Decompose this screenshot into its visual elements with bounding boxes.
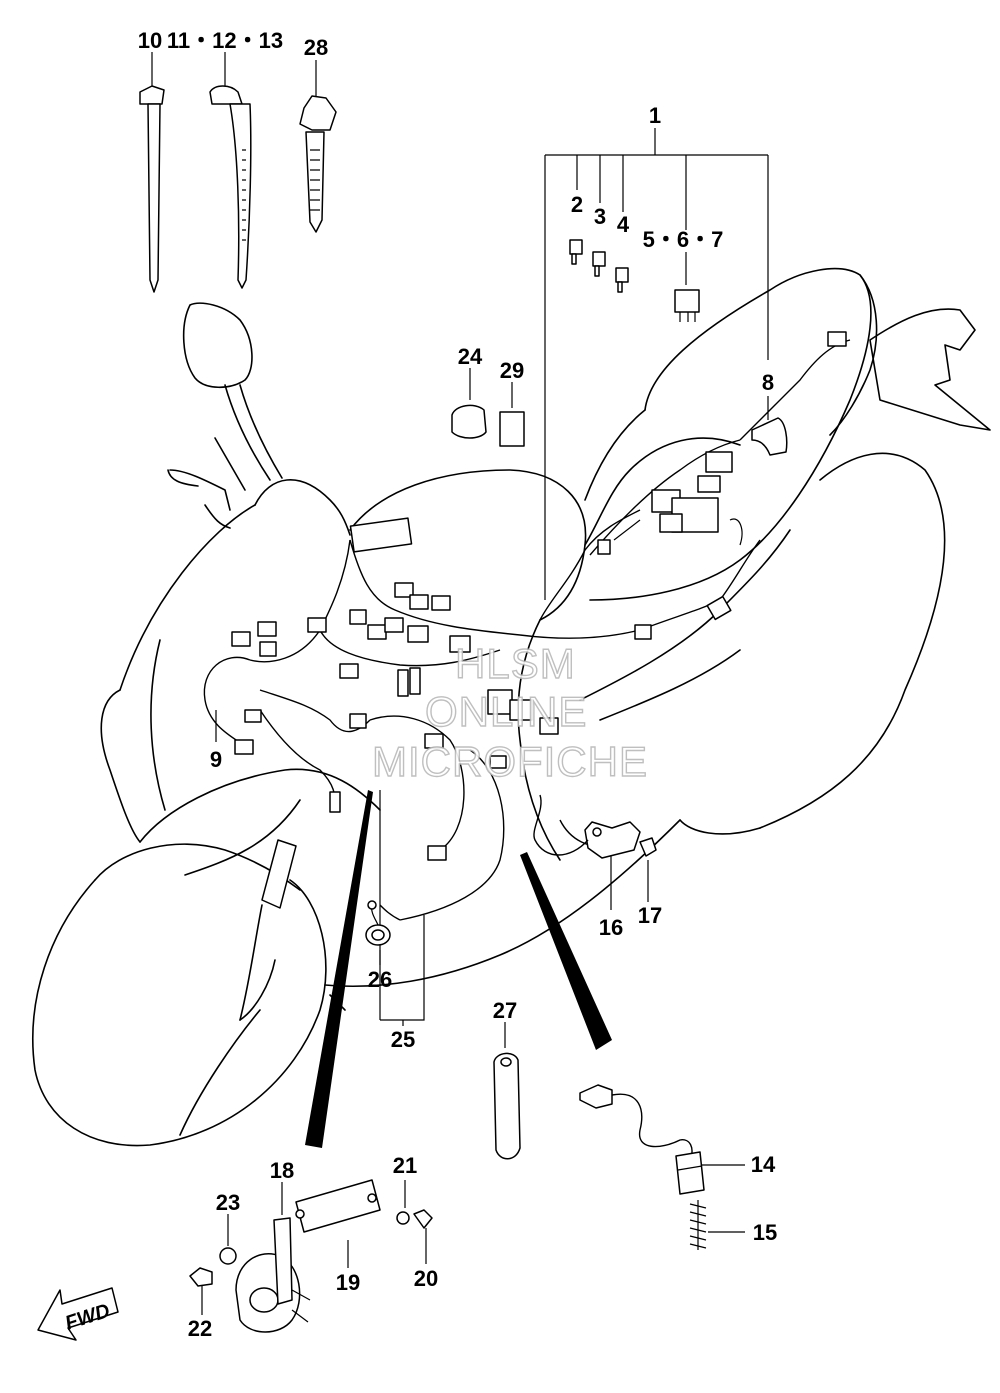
callout-17: 17 — [638, 903, 662, 928]
callout-23: 23 — [216, 1190, 240, 1215]
bolt-20 — [413, 1209, 433, 1229]
relay-5-7 — [674, 289, 700, 322]
harness-connectors — [231, 331, 847, 861]
callout-9: 9 — [210, 747, 222, 772]
watermark-line-3: MICROFICHE — [372, 738, 648, 785]
clamp-tie-11-13 — [209, 85, 252, 289]
leader-lines — [151, 52, 769, 1315]
callout-29: 29 — [500, 358, 524, 383]
callout-27: 27 — [493, 998, 517, 1023]
cable-tie-10 — [139, 85, 165, 293]
callout-11-12-13: 11・12・13 — [167, 28, 283, 53]
callout-24: 24 — [458, 344, 483, 369]
watermark-line-1: HLSM — [455, 640, 576, 687]
callout-5-6-7: 5・6・7 — [643, 227, 724, 252]
grommet-26 — [365, 900, 391, 946]
callout-10: 10 — [138, 28, 162, 53]
sensor-16 — [533, 794, 641, 859]
wire-harness — [203, 339, 851, 921]
callout-1: 1 — [649, 103, 661, 128]
callout-20: 20 — [414, 1266, 438, 1291]
callout-4: 4 — [617, 212, 630, 237]
watermark: HLSM ONLINE MICROFICHE — [371, 639, 648, 785]
callout-14: 14 — [751, 1152, 776, 1177]
callout-25: 25 — [391, 1027, 415, 1052]
switch-14 — [579, 1084, 705, 1195]
callout-labels: 1 2 3 4 5・6・7 8 9 10 11・12・13 28 24 29 1… — [138, 28, 777, 1341]
holder-8 — [751, 417, 788, 456]
callout-21: 21 — [393, 1153, 417, 1178]
spring-15 — [689, 1200, 707, 1250]
callout-26: 26 — [368, 967, 392, 992]
strap-27 — [493, 1052, 521, 1160]
callout-18: 18 — [270, 1158, 294, 1183]
boot-24 — [451, 404, 487, 439]
washer-23 — [219, 1247, 237, 1265]
callout-19: 19 — [336, 1270, 360, 1295]
horn-18 — [235, 1217, 311, 1333]
callout-3: 3 — [594, 204, 606, 229]
fwd-arrow-icon: FWD — [37, 1287, 119, 1341]
callout-16: 16 — [599, 915, 623, 940]
callout-15: 15 — [753, 1220, 777, 1245]
clip-tie-28 — [299, 95, 337, 233]
bolt-17 — [639, 837, 657, 857]
callout-8: 8 — [762, 370, 774, 395]
bolt-22 — [189, 1267, 213, 1287]
washer-21 — [396, 1211, 410, 1225]
callout-28: 28 — [304, 35, 328, 60]
bracket-19 — [295, 1179, 381, 1233]
parts — [139, 85, 788, 1333]
pad-29 — [499, 411, 525, 447]
watermark-line-2: ONLINE — [425, 688, 587, 735]
fuses-2-4 — [569, 239, 629, 293]
callout-22: 22 — [188, 1316, 212, 1341]
callout-2: 2 — [571, 192, 583, 217]
